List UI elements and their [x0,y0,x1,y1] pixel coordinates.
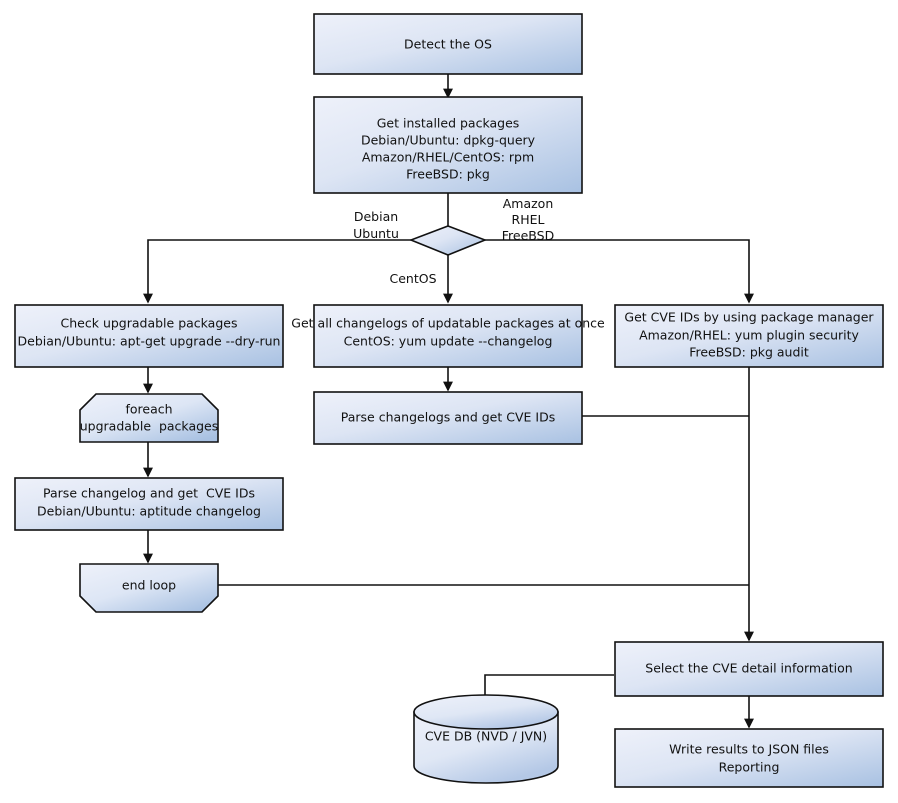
centos-branch-line-1: CentOS [389,271,436,286]
cve-db-cylinder-body[interactable] [413,711,559,784]
get-all-changelogs-box[interactable] [313,304,583,368]
edge-label-debian: Debian Ubuntu [353,209,399,241]
get-installed-packages-line-2: Debian/Ubuntu: dpkg-query [361,133,536,148]
edge-decision-amazon [485,239,754,304]
get-installed-packages-line-1: Get installed packages [377,116,520,131]
get-all-changelogs-line-2: CentOS: yum update --changelog [344,334,553,349]
foreach-label-line-2: upgradable packages [80,419,219,434]
amazon-branch-line-3: FreeBSD [502,228,554,243]
end-loop-shape[interactable] [79,563,219,613]
foreach-label-line-1: foreach [125,402,172,417]
node-end-loop[interactable]: end loop [79,563,219,613]
check-upgradable-line-1: Check upgradable packages [61,316,238,331]
debian-branch-line-1: Debian [354,209,398,224]
get-installed-packages-line-3: Amazon/RHEL/CentOS: rpm [362,150,534,165]
write-results-line-2: Reporting [719,760,780,775]
debian-branch-line-2: Ubuntu [353,226,399,241]
node-get-installed-packages[interactable]: Get installed packages Debian/Ubuntu: dp… [313,96,583,194]
get-cve-ids-pkg-manager-box[interactable] [614,304,884,368]
os-decision-diamond[interactable] [408,225,488,256]
edge-label-centos: CentOS [389,271,436,286]
get-installed-packages-line-4: FreeBSD: pkg [406,167,490,182]
node-get-cve-ids-pkg-manager[interactable]: Get CVE IDs by using package manager Ama… [614,304,884,368]
write-results-line-1: Write results to JSON files [669,742,829,757]
node-os-decision[interactable] [408,225,488,256]
node-write-results[interactable]: Write results to JSON files Reporting [614,728,884,788]
node-foreach-loop-start[interactable]: foreach upgradable packages [79,393,219,443]
write-results-box[interactable] [614,728,884,788]
get-installed-packages-box[interactable] [313,96,583,194]
detect-os-label: Detect the OS [404,37,492,52]
foreach-loop-shape[interactable] [79,393,219,443]
cve-db-cylinder-top [413,694,559,730]
node-get-all-changelogs[interactable]: Get all changelogs of updatable packages… [291,304,605,368]
check-upgradable-box[interactable] [14,304,284,368]
select-cve-detail-label: Select the CVE detail information [645,661,852,676]
detect-os-box[interactable] [313,13,583,75]
parse-changelogs-multi-box[interactable] [313,391,583,445]
node-select-cve-detail[interactable]: Select the CVE detail information [614,641,884,697]
amazon-branch-line-2: RHEL [512,212,545,227]
parse-changelog-single-line-2: Debian/Ubuntu: aptitude changelog [37,504,261,519]
node-check-upgradable[interactable]: Check upgradable packages Debian/Ubuntu:… [14,304,284,368]
parse-changelogs-multi-label: Parse changelogs and get CVE IDs [341,410,555,425]
get-all-changelogs-line-1: Get all changelogs of updatable packages… [291,316,605,331]
amazon-branch-line-1: Amazon [503,196,554,211]
node-parse-changelogs-multi[interactable]: Parse changelogs and get CVE IDs [313,391,583,445]
check-upgradable-line-2: Debian/Ubuntu: apt-get upgrade --dry-run [18,334,281,349]
end-loop-label: end loop [122,578,176,593]
edge-decision-debian [143,239,411,304]
parse-changelog-single-line-1: Parse changelog and get CVE IDs [43,486,255,501]
edge-label-amazon: Amazon RHEL FreeBSD [502,196,554,243]
get-cve-ids-line-1: Get CVE IDs by using package manager [624,310,874,325]
node-parse-changelog-single[interactable]: Parse changelog and get CVE IDs Debian/U… [14,477,284,531]
node-cve-db[interactable]: CVE DB (NVD / JVN) [413,694,559,784]
cve-db-label: CVE DB (NVD / JVN) [425,729,547,744]
node-detect-os[interactable]: Detect the OS [313,13,583,75]
parse-changelog-single-box[interactable] [14,477,284,531]
get-cve-ids-line-3: FreeBSD: pkg audit [689,345,809,360]
get-cve-ids-line-2: Amazon/RHEL: yum plugin security [639,328,859,343]
select-cve-detail-box[interactable] [614,641,884,697]
